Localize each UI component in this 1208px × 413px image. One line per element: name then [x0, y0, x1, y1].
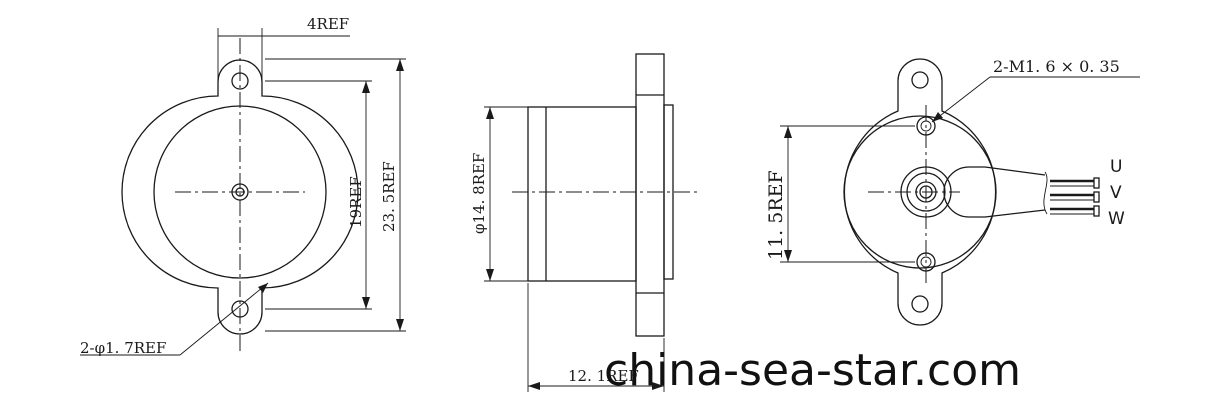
wire-exit-housing	[943, 166, 985, 218]
dim-hole-spec: 2-φ1. 7REF	[80, 339, 166, 357]
dim-diameter: φ14. 8REF	[470, 153, 488, 234]
rear-view: U V W 11. 5REF 2-M1. 6 × 0. 35	[765, 57, 1140, 326]
arrow-23-5ref-top	[396, 59, 404, 71]
wire-label-v: V	[1110, 183, 1122, 203]
rear-top-hole	[911, 71, 929, 89]
leader-hole	[179, 282, 269, 356]
wire-bundle-bottom	[984, 209, 1046, 218]
arrow-leader-hole	[258, 283, 268, 293]
dim-4ref: 4REF	[307, 15, 349, 33]
arrow-dia-bottom	[486, 269, 494, 281]
side-body	[527, 106, 637, 282]
arrow-11-5-bottom	[784, 250, 792, 262]
dim-11-5ref: 11. 5REF	[765, 170, 787, 260]
wire-w-tip	[1093, 205, 1100, 217]
arrow-dia-top	[486, 107, 494, 119]
watermark-text: china-sea-star.com	[604, 345, 1021, 396]
arrow-depth-right	[652, 382, 664, 390]
side-view: φ14. 8REF 12. 1REF	[470, 53, 700, 392]
wire-v-tip	[1093, 191, 1100, 203]
dim-23-5ref: 23. 5REF	[380, 161, 398, 232]
dim-depth: 12. 1REF	[568, 367, 639, 385]
wire-label-u: U	[1110, 157, 1122, 177]
dim-thread-spec: 2-M1. 6 × 0. 35	[993, 57, 1120, 76]
side-flange	[635, 53, 665, 337]
arrow-19ref-bottom	[362, 297, 370, 309]
wire-break-line	[1043, 171, 1048, 215]
arrow-11-5-top	[784, 126, 792, 138]
side-boss	[663, 104, 674, 280]
leader-thread	[931, 76, 991, 123]
arrow-19ref-top	[362, 81, 370, 93]
arrow-depth-left	[528, 382, 540, 390]
wire-label-w: W	[1108, 209, 1125, 229]
wire-u-tip	[1093, 177, 1100, 189]
wire-bundle-top	[984, 166, 1046, 176]
rear-bottom-hole	[911, 295, 929, 313]
arrow-leader-thread	[932, 112, 943, 122]
arrow-23-5ref-bottom	[396, 319, 404, 331]
front-view: 4REF 19REF 23. 5REF 2-φ1. 7REF	[80, 15, 406, 357]
dim-19ref: 19REF	[347, 176, 365, 228]
